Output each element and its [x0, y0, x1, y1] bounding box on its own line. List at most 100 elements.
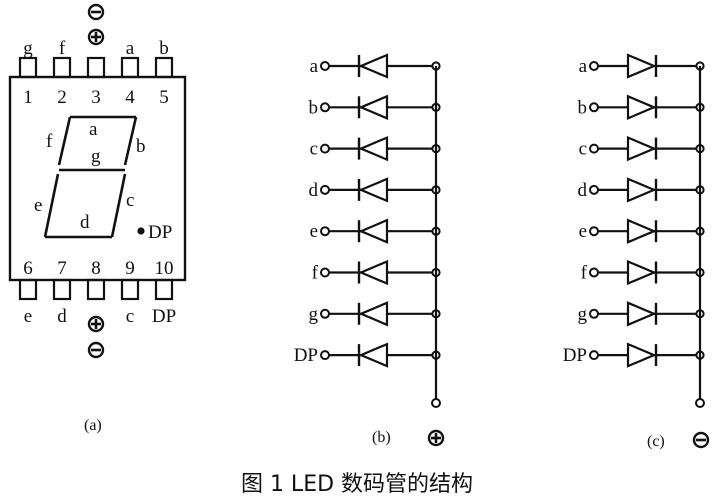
segment-c-label: c [126, 190, 134, 211]
diode-row-e: e [310, 218, 441, 244]
bottom-pin-letter: DP [152, 306, 176, 327]
diode-row-label: e [579, 221, 587, 242]
top-pin-letter: f [59, 38, 66, 59]
input-terminal [589, 350, 599, 361]
diode-row-label: d [309, 180, 319, 201]
bottom-pin-letter: e [24, 306, 32, 327]
diode-row-a: a [310, 53, 441, 79]
plus-symbol-top [87, 28, 105, 46]
diode-symbol [626, 301, 658, 327]
diode-symbol [626, 218, 658, 244]
segment-dp-label: DP [148, 222, 172, 243]
diode-row-label: f [312, 263, 319, 284]
input-terminal [589, 308, 599, 319]
segment-e-line [43, 173, 60, 238]
segment-d-label: d [80, 212, 90, 233]
figure-caption: 图 1 LED 数码管的结构 [241, 472, 473, 497]
diode-row-g: g [578, 301, 705, 327]
diode-symbol [626, 177, 658, 203]
diode-row-label: f [581, 263, 588, 284]
bottom-pin-number: 7 [57, 258, 67, 279]
diode-symbol [626, 342, 658, 368]
minus-symbol-c [692, 431, 710, 449]
segment-lines [43, 115, 138, 239]
top-pin-number: 3 [91, 87, 101, 108]
segment-b-label: b [136, 136, 146, 157]
diode-row-dp: DP [563, 342, 705, 368]
diode-row-label: d [578, 180, 588, 201]
diode-row-label: DP [294, 345, 318, 366]
diode-symbol [357, 301, 389, 327]
common-terminal-b [431, 398, 441, 408]
top-pin-number: 5 [159, 87, 169, 108]
diode-symbol [357, 218, 389, 244]
input-terminal [589, 143, 599, 154]
common-terminal-c [695, 398, 705, 408]
segment-b-line [123, 116, 138, 166]
input-terminal [320, 61, 330, 71]
input-terminal [589, 184, 599, 195]
input-terminal [320, 226, 330, 237]
diode-symbol [357, 259, 389, 286]
diode-symbol [357, 135, 389, 162]
diode-row-label: b [578, 97, 588, 118]
bottom-pin-tabs [18, 278, 174, 301]
input-terminal [320, 102, 330, 113]
diode-row-b: b [309, 94, 441, 120]
diode-row-b: b [578, 94, 705, 120]
top-pin-letter: b [159, 38, 169, 59]
diode-row-label: c [310, 139, 318, 160]
plus-symbol-b [427, 429, 445, 447]
diode-row-c: c [579, 135, 705, 162]
segment-a-label: a [89, 119, 98, 140]
segment-e-label: e [34, 195, 42, 216]
bottom-pin-number: 10 [155, 258, 174, 279]
bottom-pin-letter: c [126, 306, 134, 327]
diode-symbol [357, 94, 389, 120]
bottom-pin-number: 9 [125, 258, 135, 279]
diode-row-g: g [309, 301, 441, 327]
diode-row-f: f [312, 259, 441, 286]
diode-row-f: f [581, 259, 705, 286]
top-pin-letter: g [23, 38, 33, 59]
diode-row-c: c [310, 135, 441, 162]
top-pin-tabs [18, 56, 174, 79]
top-pin-letter: a [126, 38, 135, 59]
minus-symbol-bottom [87, 341, 105, 359]
bottom-pin-number: 8 [91, 258, 101, 279]
diode-row-dp: DP [294, 342, 441, 368]
diode-symbol [626, 135, 658, 162]
diode-row-d: d [578, 177, 705, 203]
diode-row-a: a [579, 53, 705, 79]
segment-g-label: g [91, 146, 101, 167]
dp-dot [137, 227, 145, 235]
segment-f-line [57, 116, 72, 166]
diode-symbol [357, 342, 389, 368]
diode-row-d: d [309, 177, 441, 203]
input-terminal [320, 267, 330, 278]
plus-symbol-bottom [87, 315, 105, 333]
input-terminal [320, 143, 330, 154]
top-pin-number: 4 [125, 87, 135, 108]
diode-row-label: DP [563, 345, 587, 366]
diode-row-label: a [579, 56, 588, 77]
panel-a-label: (a) [84, 417, 102, 434]
diode-row-label: c [579, 139, 587, 160]
input-terminal [589, 226, 599, 237]
diode-row-label: e [310, 221, 318, 242]
diode-row-label: b [309, 97, 319, 118]
panel-b-label: (b) [372, 429, 391, 446]
top-pin-number: 2 [57, 87, 67, 108]
diode-row-label: a [310, 56, 319, 77]
panel-c-label: (c) [647, 433, 665, 450]
diode-symbol [357, 177, 389, 203]
segment-c-line [110, 173, 127, 238]
diode-symbol [626, 94, 658, 120]
bottom-pin-number: 6 [23, 258, 33, 279]
diode-row-label: g [309, 304, 319, 325]
diode-symbol [626, 53, 658, 79]
input-terminal [320, 308, 330, 319]
input-terminal [320, 184, 330, 195]
